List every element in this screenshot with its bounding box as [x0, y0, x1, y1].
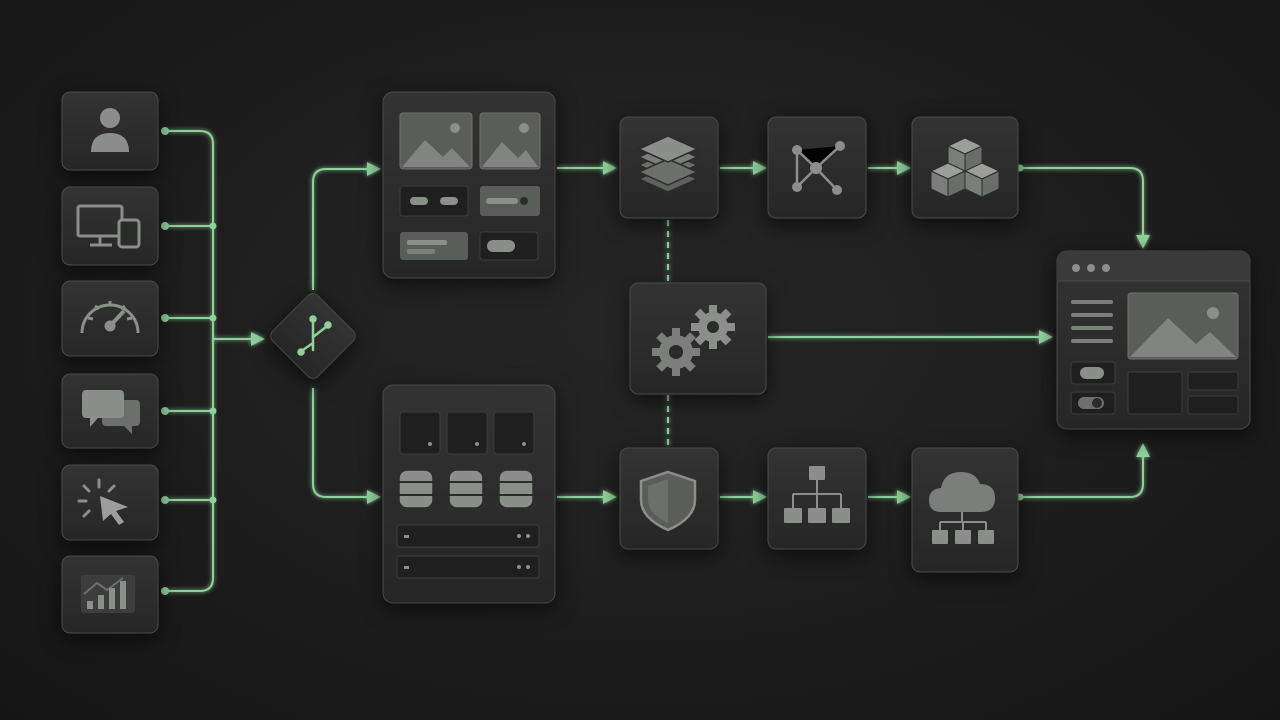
- branch-icon: [297, 315, 332, 356]
- layers-icon: [637, 135, 699, 193]
- processing-node: [629, 282, 767, 395]
- connector-cloud-to-output: [1020, 443, 1150, 498]
- devices-icon: [76, 204, 141, 249]
- connectors: [165, 130, 1150, 592]
- cubes-icon: [929, 137, 1001, 198]
- router-node: [270, 293, 356, 379]
- gears-icon: [652, 305, 735, 376]
- bar-chart-icon: [81, 575, 135, 613]
- ui-components-icon: [399, 112, 541, 261]
- shield-icon: [639, 470, 697, 532]
- click-cursor-icon: [77, 478, 128, 525]
- input-node-click: [61, 464, 159, 541]
- chat-bubbles-icon: [82, 390, 140, 434]
- connector-router-to-ui: [312, 162, 381, 290]
- input-node-analytics: [61, 555, 159, 634]
- connector-input-1: [165, 130, 214, 592]
- network-graph-node: [767, 116, 867, 219]
- output-app-window-node: [1056, 250, 1251, 430]
- infrastructure-node: [382, 384, 556, 604]
- input-node-devices: [61, 186, 159, 266]
- connector-cubes-to-output: [1020, 167, 1150, 249]
- cloud-network-icon: [929, 472, 995, 544]
- cubes-node: [911, 116, 1019, 219]
- ui-components-node: [382, 91, 556, 279]
- network-graph-icon: [792, 141, 845, 195]
- input-node-speedometer: [61, 280, 159, 357]
- input-node-chat: [61, 373, 159, 449]
- cloud-network-node: [911, 447, 1019, 573]
- user-icon: [91, 108, 129, 152]
- junction-dots: [161, 127, 1024, 595]
- layers-node: [619, 116, 719, 219]
- hierarchy-icon: [784, 466, 850, 523]
- hierarchy-node: [767, 447, 867, 550]
- app-window-icon: [1057, 251, 1250, 415]
- speedometer-icon: [80, 301, 140, 334]
- servers-databases-icon: [396, 411, 540, 579]
- shield-node: [619, 447, 719, 550]
- connector-router-to-infra: [312, 388, 381, 504]
- input-node-user: [61, 91, 159, 171]
